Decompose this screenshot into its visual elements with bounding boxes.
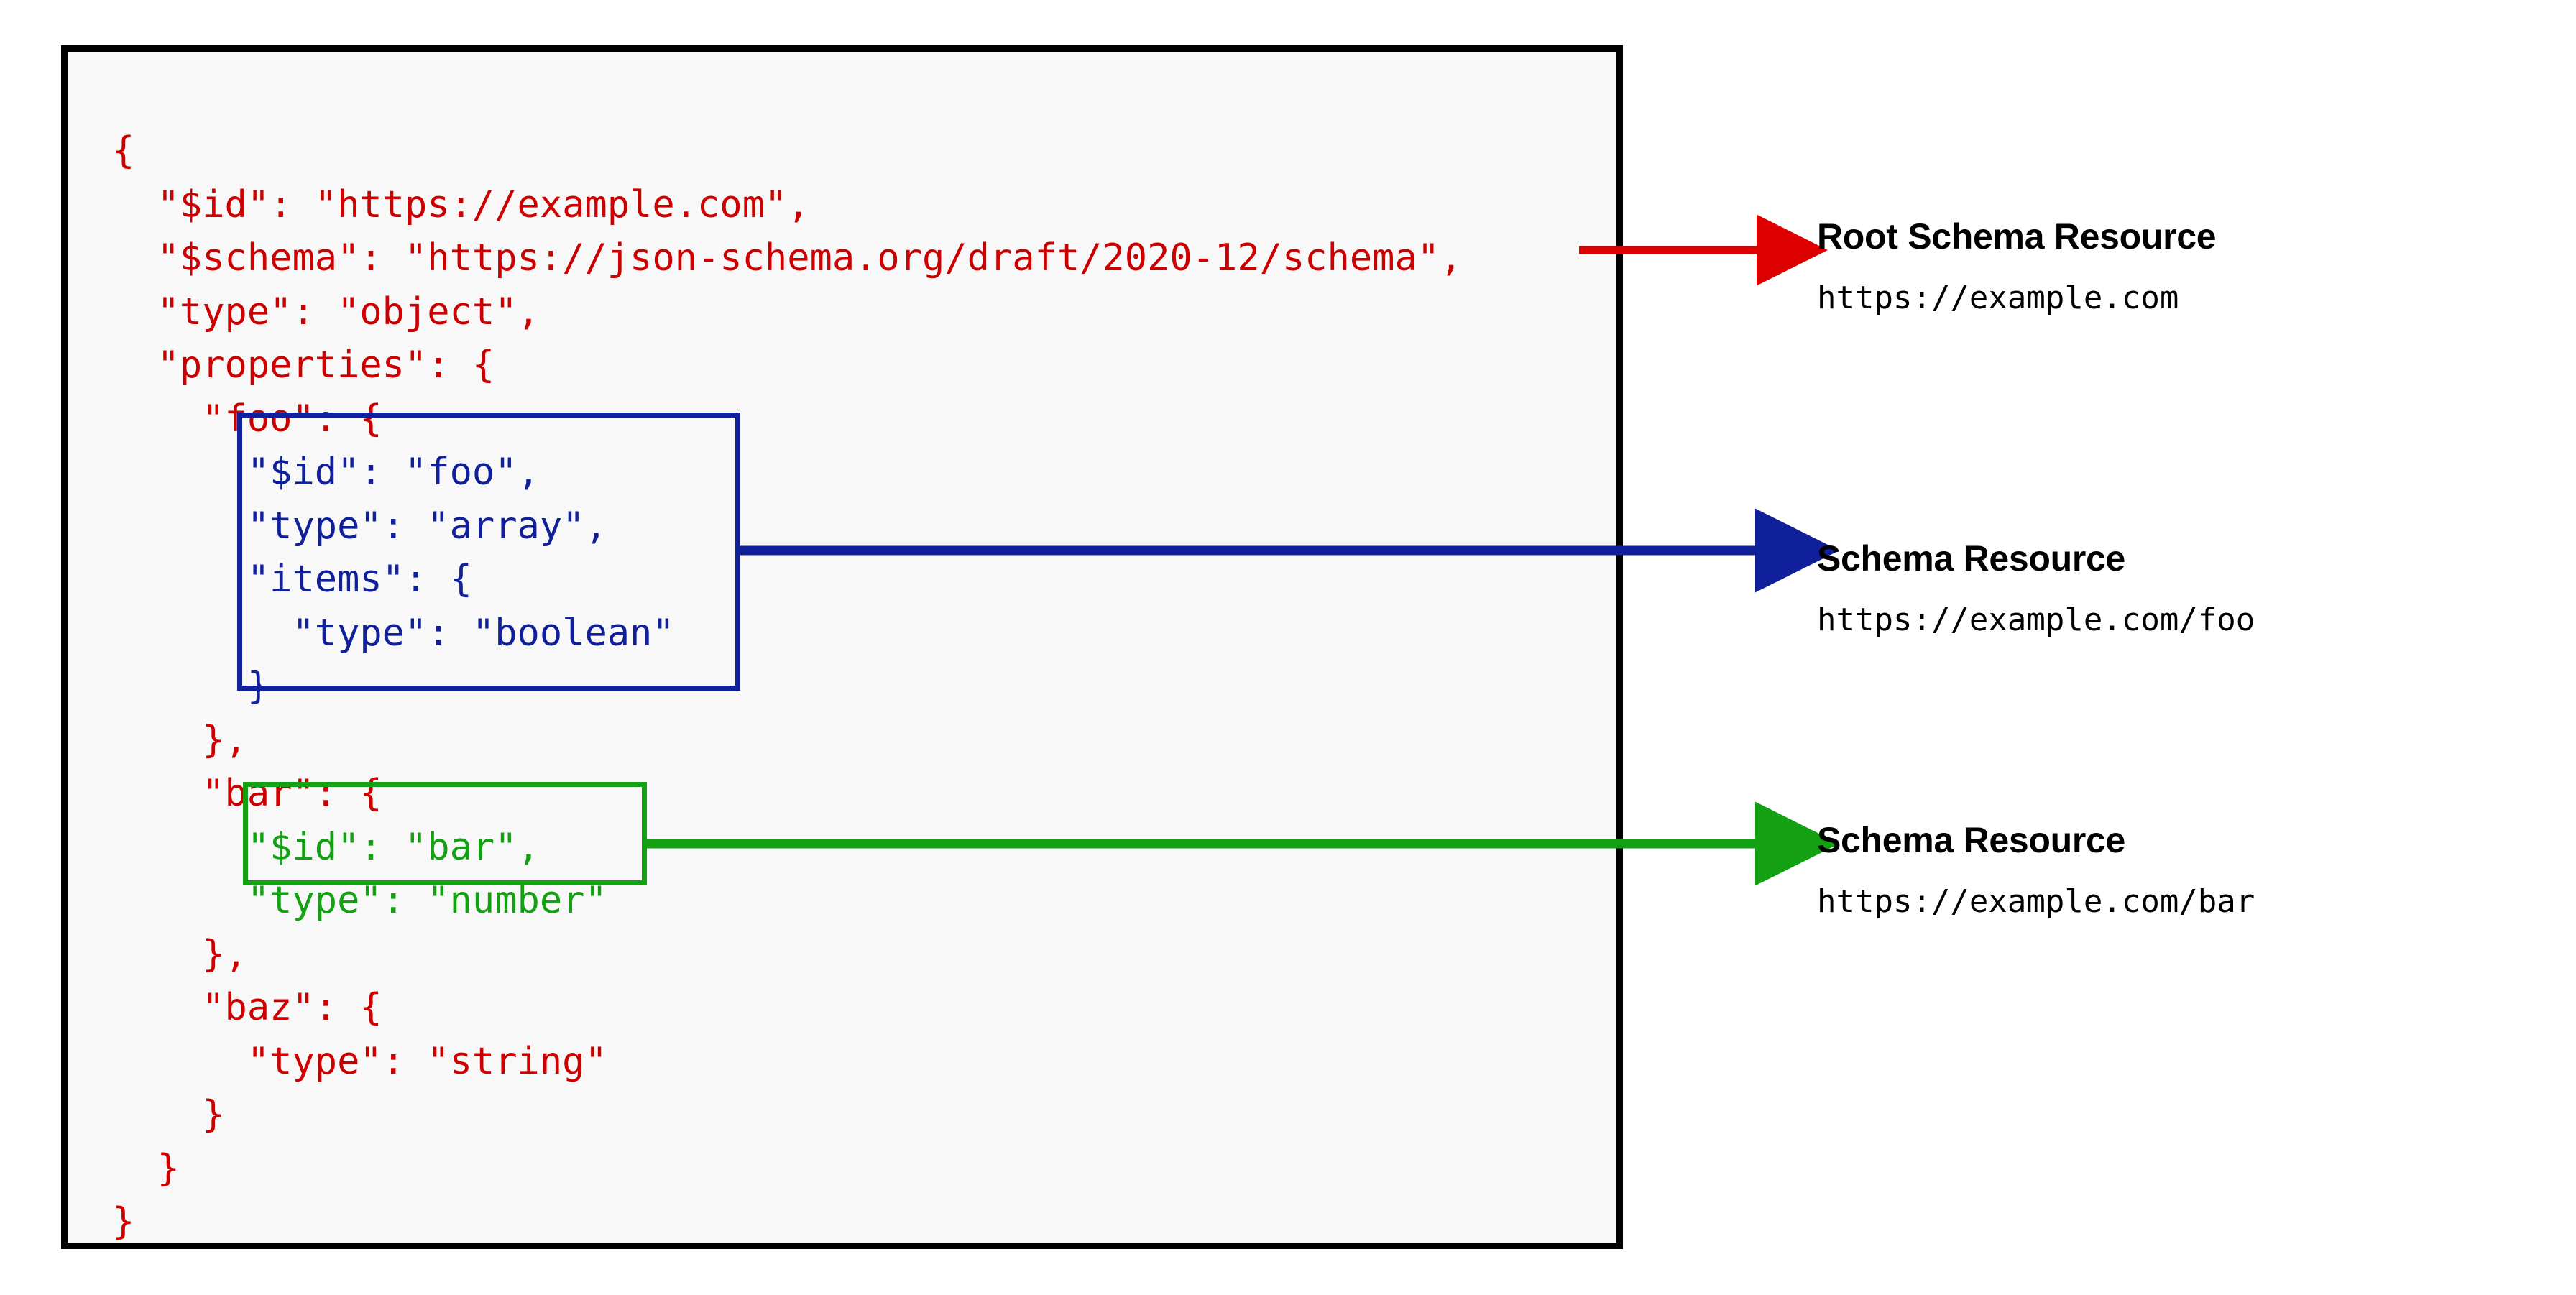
code-line: } [112, 1200, 135, 1243]
code-line: "$id": "https://example.com", [112, 183, 810, 226]
json-code-block: { "$id": "https://example.com", "$schema… [68, 124, 1616, 1243]
code-line: "type": "boolean" [112, 611, 675, 655]
code-line: "foo": { [112, 397, 382, 441]
code-line: } [112, 1093, 225, 1136]
code-line: "items": { [112, 558, 472, 601]
code-line: "$id": "bar", [112, 825, 540, 869]
code-line: "type": "array", [112, 504, 607, 548]
code-line: "$id": "foo", [112, 451, 540, 494]
code-line: "properties": { [112, 344, 495, 387]
annotation-root-schema: Root Schema Resource https://example.com [1817, 216, 2217, 318]
code-line: "type": "object", [112, 290, 540, 333]
annotation-bar-schema: Schema Resource https://example.com/bar [1817, 819, 2255, 921]
code-line: }, [112, 932, 247, 976]
code-line: }, [112, 718, 247, 762]
annotation-title: Schema Resource [1817, 538, 2126, 579]
annotation-foo-schema: Schema Resource https://example.com/foo [1817, 538, 2255, 640]
code-line: "bar": { [112, 772, 382, 815]
annotation-url: https://example.com/bar [1817, 883, 2255, 920]
code-line: "type": "string" [112, 1039, 607, 1083]
code-line: "type": "number" [112, 879, 607, 922]
code-panel: { "$id": "https://example.com", "$schema… [61, 45, 1623, 1249]
code-line: "$schema": "https://json-schema.org/draf… [112, 236, 1463, 280]
code-line: } [112, 1146, 180, 1190]
code-line: { [112, 129, 135, 172]
annotation-url: https://example.com [1817, 280, 2179, 316]
code-line: "baz": { [112, 986, 382, 1029]
code-line: } [112, 665, 270, 708]
annotation-url: https://example.com/foo [1817, 602, 2255, 638]
annotation-title: Schema Resource [1817, 820, 2126, 860]
annotation-title: Root Schema Resource [1817, 216, 2217, 257]
